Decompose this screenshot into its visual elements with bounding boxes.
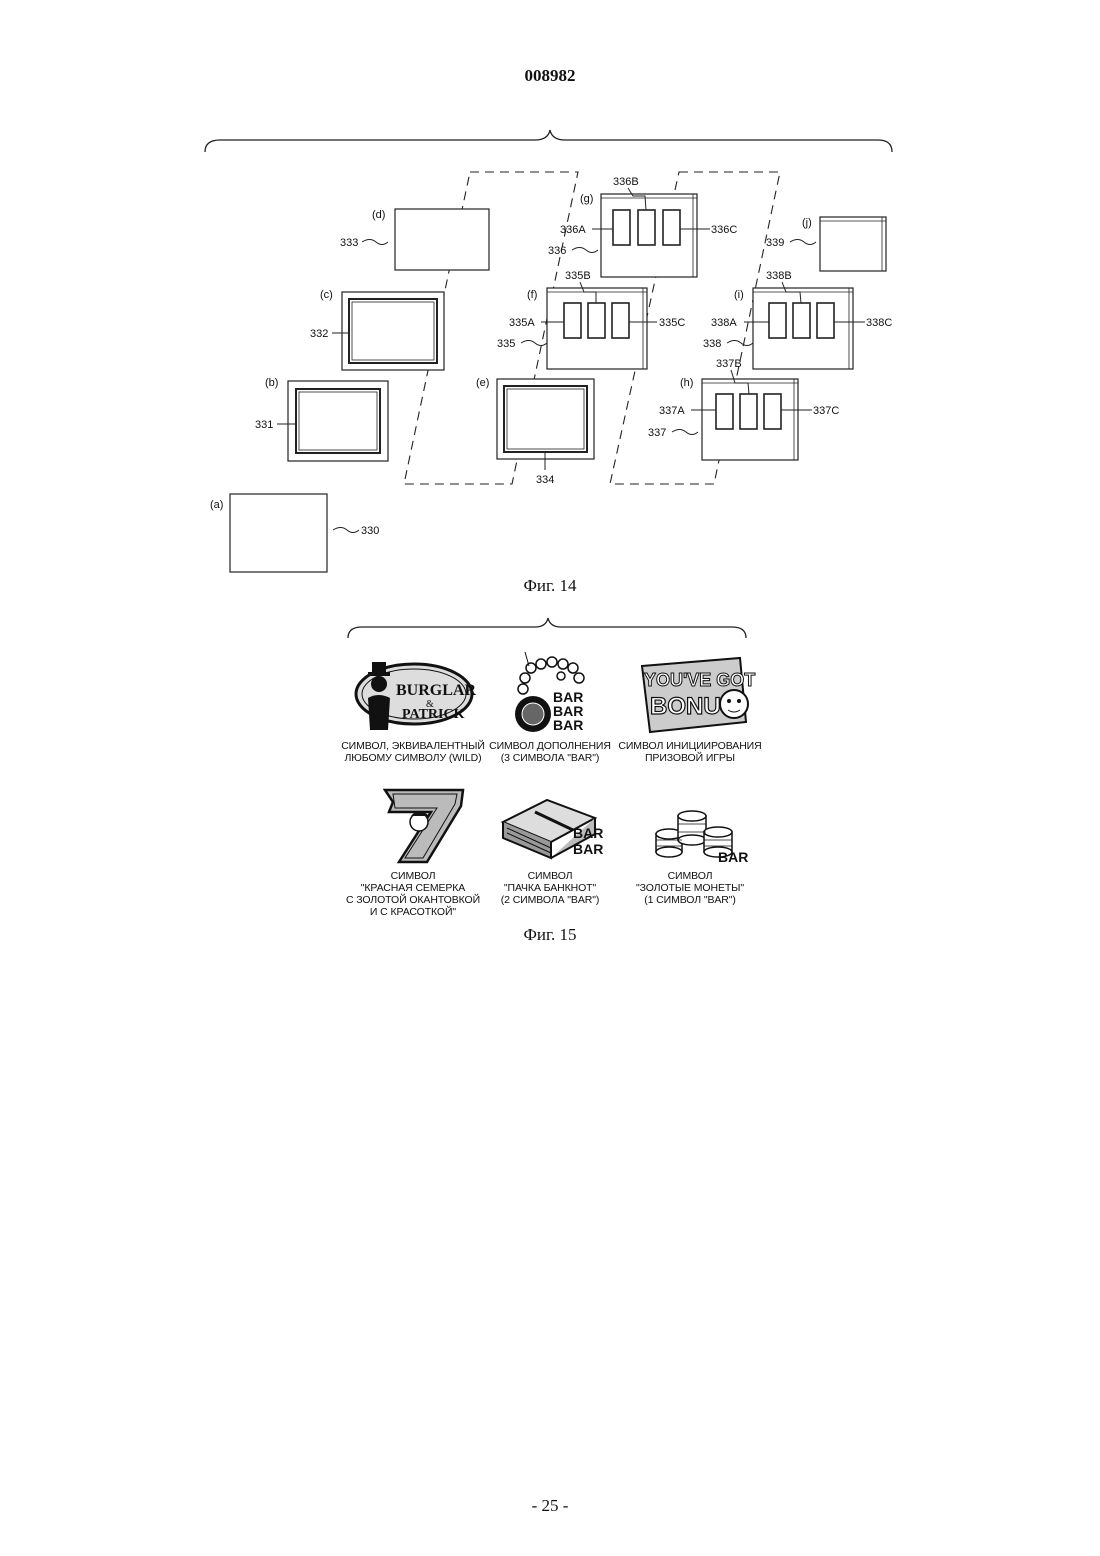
ref-339: 339 (766, 237, 784, 249)
ref-333: 333 (340, 237, 358, 249)
ref-337: 337 (648, 427, 666, 439)
youve-got-bonus-icon: YOU'VE GOT BONUS (620, 652, 760, 738)
ref-334: 334 (536, 474, 554, 486)
panel-338-reels (753, 288, 853, 369)
ref-338: 338 (703, 338, 721, 350)
panel-331-screen (288, 381, 388, 461)
ref-336C: 336C (711, 224, 737, 236)
letter-i: (i) (734, 289, 744, 301)
figure-14-diagram: (a) 330 (b) 331 (c) 332 (d) 333 (e) 334 … (0, 0, 1100, 600)
banknote-stack-icon: BAR BAR (485, 782, 615, 868)
panel-337-reels (702, 379, 798, 460)
ref-330: 330 (361, 525, 379, 537)
panel-336-reels (601, 194, 697, 277)
ref-338B: 338B (766, 270, 792, 282)
letter-g: (g) (580, 193, 593, 205)
gold-coins-icon: BAR (620, 782, 760, 868)
letter-d: (d) (372, 209, 385, 221)
letter-h: (h) (680, 377, 693, 389)
ref-336B: 336B (613, 176, 639, 188)
ref-338A: 338A (711, 317, 737, 329)
page-number: - 25 - (0, 1496, 1100, 1516)
bar-text: BAR (573, 825, 603, 841)
bar-text: BAR (573, 841, 603, 857)
panel-335-reels (547, 288, 647, 369)
figure-14-caption: Фиг. 14 (0, 576, 1100, 596)
panel-332-screen (342, 292, 444, 370)
letter-j: (j) (802, 217, 812, 229)
ref-337C: 337C (813, 405, 839, 417)
ref-332: 332 (310, 328, 328, 340)
ref-335A: 335A (509, 317, 535, 329)
ref-337B: 337B (716, 358, 742, 370)
burglar-patrick-logo-icon: BURGLAR & PATRICK (348, 652, 478, 738)
bar-text: BAR (718, 849, 748, 865)
pearls-bar-icon: BAR BAR BAR (495, 652, 605, 738)
ref-336: 336 (548, 245, 566, 257)
letter-f: (f) (527, 289, 537, 301)
ref-337A: 337A (659, 405, 685, 417)
letter-e: (e) (476, 377, 489, 389)
ref-338C: 338C (866, 317, 892, 329)
ref-336A: 336A (560, 224, 586, 236)
logo-patrick-text: PATRICK (402, 707, 465, 722)
ref-331: 331 (255, 419, 273, 431)
top-brace (205, 130, 892, 152)
symbol-label: СИМВОЛ ИНИЦИИРОВАНИЯ ПРИЗОВОЙ ИГРЫ (600, 740, 780, 764)
symbol-gold-coins: BAR СИМВОЛ "ЗОЛОТЫЕ МОНЕТЫ" (1 СИМВОЛ "B… (600, 782, 780, 906)
letter-a: (a) (210, 499, 223, 511)
ref-335: 335 (497, 338, 515, 350)
panel-333-screen (395, 209, 489, 270)
bar-text: BAR (553, 717, 583, 733)
symbol-label: СИМВОЛ "ЗОЛОТЫЕ МОНЕТЫ" (1 СИМВОЛ "BAR") (600, 870, 780, 906)
figure-15-caption: Фиг. 15 (0, 925, 1100, 945)
ref-335B: 335B (565, 270, 591, 282)
letter-c: (c) (320, 289, 333, 301)
letter-b: (b) (265, 377, 278, 389)
panel-330-screen (230, 494, 327, 572)
figure-15-brace (0, 610, 1100, 650)
ref-335C: 335C (659, 317, 685, 329)
youve-got-text: YOU'VE GOT (644, 670, 755, 690)
red-seven-icon (353, 782, 473, 868)
panel-339-screen (820, 217, 886, 271)
panel-334-screen (497, 379, 594, 459)
symbol-bonus: YOU'VE GOT BONUS СИМВОЛ ИНИЦИИРОВАНИЯ ПР… (600, 652, 780, 764)
